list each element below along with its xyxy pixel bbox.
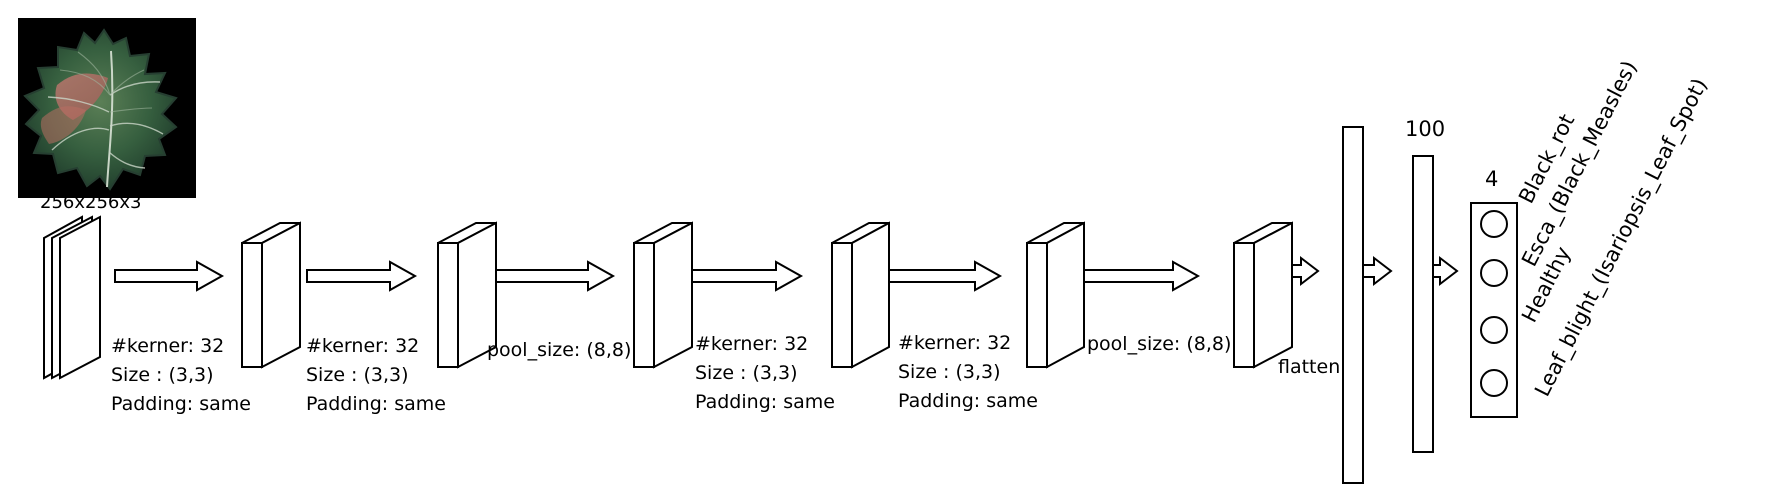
conv-block-3 (831, 221, 890, 369)
arrow-to-pool-1 (495, 260, 616, 292)
pool-block-2 (1233, 221, 1293, 369)
flatten-label: flatten (1278, 356, 1340, 378)
flatten-vector (1342, 126, 1364, 484)
conv-block-2 (437, 221, 497, 369)
input-channel-stack (43, 215, 101, 380)
leaf-side-veins (47, 81, 164, 169)
arrow-to-conv-4 (870, 260, 1003, 292)
conv3-padding-label: Padding: same (695, 391, 835, 413)
input-channel-1 (59, 215, 101, 380)
pool2-label: pool_size: (8,8) (1087, 333, 1231, 355)
leaf-texture-lines (59, 51, 153, 113)
conv1-padding-label: Padding: same (111, 393, 251, 415)
output-node-3 (1480, 316, 1508, 344)
conv2-kerner-label: #kerner: 32 (306, 335, 419, 357)
leaf-main-vein (106, 50, 114, 188)
output-units-label: 4 (1485, 167, 1498, 191)
output-node-1 (1480, 210, 1508, 238)
conv-block-1 (241, 221, 301, 369)
pool1-label: pool_size: (8,8) (487, 339, 631, 361)
conv4-kerner-label: #kerner: 32 (898, 332, 1011, 354)
pool-block-1 (633, 221, 693, 369)
conv3-kerner-label: #kerner: 32 (695, 333, 808, 355)
conv4-padding-label: Padding: same (898, 390, 1038, 412)
output-layer-box (1470, 202, 1518, 418)
arrow-to-conv-1 (114, 260, 225, 292)
input-dimensions-label: 256x256x3 (40, 192, 141, 213)
output-node-2 (1480, 259, 1508, 287)
conv1-kerner-label: #kerner: 32 (111, 335, 224, 357)
conv2-size-label: Size : (3,3) (306, 364, 409, 386)
conv1-size-label: Size : (3,3) (111, 364, 214, 386)
input-image-panel (18, 18, 196, 198)
conv2-padding-label: Padding: same (306, 393, 446, 415)
arrow-to-conv-2 (306, 260, 418, 292)
leaf-disease-spot-secondary (40, 106, 86, 144)
output-node-4 (1480, 369, 1508, 397)
dense-layer-100 (1412, 155, 1434, 453)
conv-block-4 (1026, 221, 1085, 369)
arrow-to-pool-2 (1067, 260, 1201, 292)
dense-units-label: 100 (1405, 117, 1445, 141)
conv4-size-label: Size : (3,3) (898, 361, 1001, 383)
conv3-size-label: Size : (3,3) (695, 362, 798, 384)
